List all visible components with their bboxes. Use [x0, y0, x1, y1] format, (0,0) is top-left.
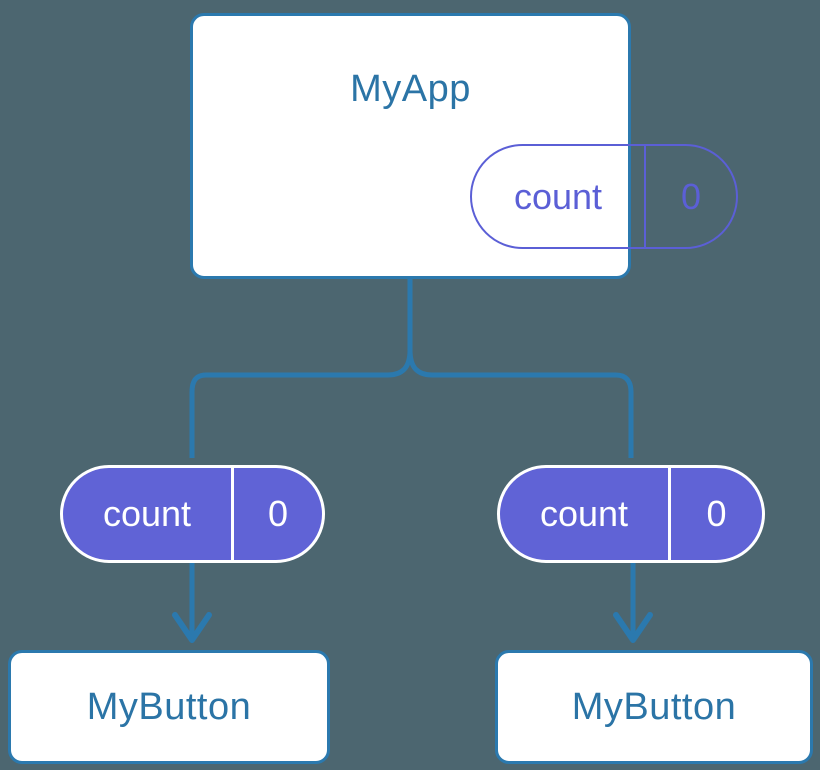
- arrow-head-right: [613, 612, 653, 643]
- branch-line-right: [407, 349, 634, 458]
- state-pill-count[interactable]: count 0: [470, 144, 738, 249]
- branch-line-left: [189, 349, 413, 458]
- prop-pill-value-right: 0: [668, 468, 762, 560]
- component-title-mybutton-left: MyButton: [86, 685, 252, 728]
- prop-pill-key-left: count: [102, 493, 192, 534]
- prop-pill-value-left: 0: [231, 468, 322, 560]
- component-card-myapp[interactable]: MyApp count 0: [190, 13, 738, 279]
- prop-pill-right[interactable]: count 0: [497, 465, 765, 563]
- prop-pill-left[interactable]: count 0: [60, 465, 325, 563]
- arrow-head-left: [172, 612, 212, 643]
- component-title-myapp: MyApp: [350, 68, 471, 110]
- component-card-mybutton-right[interactable]: MyButton: [495, 650, 813, 764]
- component-card-mybutton-left[interactable]: MyButton: [8, 650, 330, 764]
- component-title-mybutton-right: MyButton: [571, 685, 737, 728]
- prop-pill-key-right: count: [539, 493, 629, 534]
- state-pill-key: count: [513, 175, 603, 217]
- state-pill-value: 0: [644, 146, 736, 247]
